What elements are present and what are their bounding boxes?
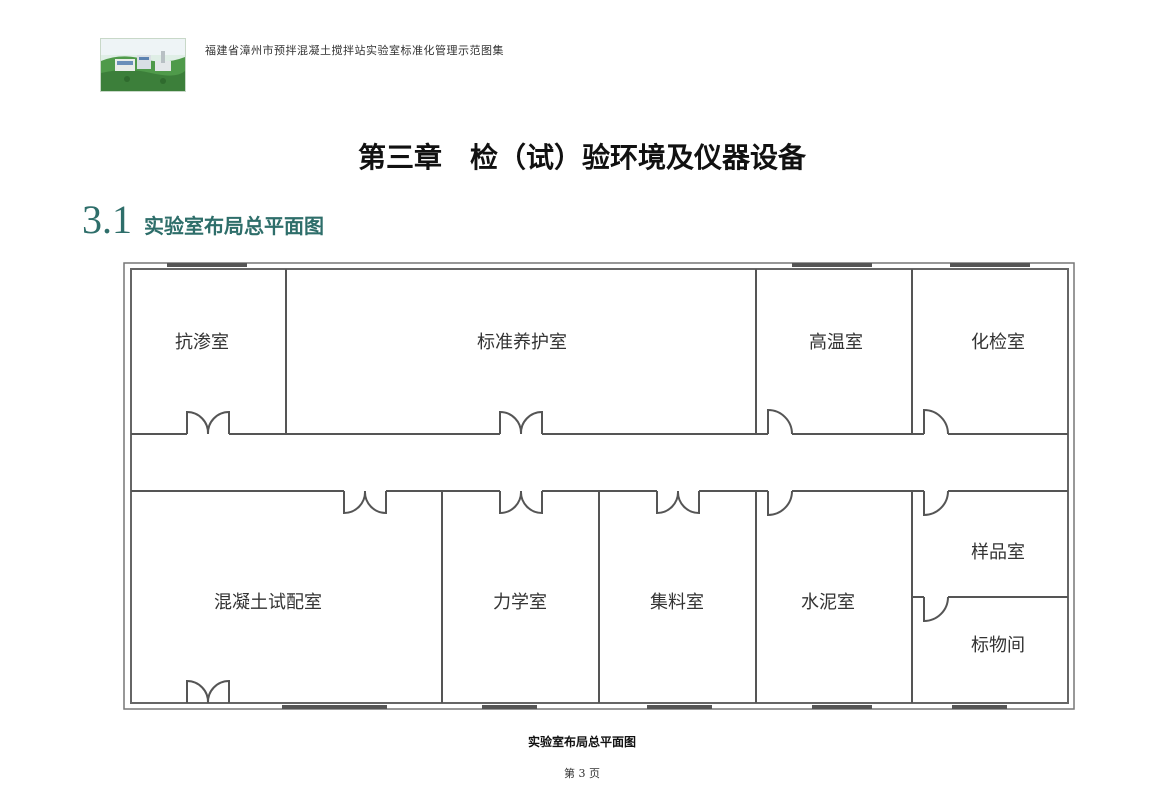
room-label-biaowu: 标物间 (971, 635, 1025, 656)
floor-plan-diagram: 抗渗室 标准养护室 高温室 化检室 混凝土试配室 力学室 集料室 水泥室 样品室… (123, 262, 1075, 710)
room-label-lixue: 力学室 (493, 592, 547, 613)
section-number: 3.1 (82, 197, 132, 242)
room-label-hunningtu-shipei: 混凝土试配室 (214, 592, 322, 613)
figure-caption: 实验室布局总平面图 (527, 735, 636, 749)
room-label-huajian: 化检室 (971, 332, 1025, 353)
section-heading: 3.1 实验室布局总平面图 (82, 196, 324, 243)
plant-logo-image (100, 38, 186, 92)
room-label-gaowen: 高温室 (809, 332, 863, 353)
page-number: 第 3 页 (564, 767, 600, 780)
room-label-yangpin: 样品室 (971, 542, 1025, 563)
room-label-shuini: 水泥室 (801, 592, 855, 613)
room-label-jiliao: 集料室 (650, 592, 704, 613)
room-label-kangshen: 抗渗室 (175, 332, 229, 353)
section-title: 实验室布局总平面图 (144, 214, 324, 238)
header-title: 福建省漳州市预拌混凝土搅拌站实验室标准化管理示范图集 (205, 44, 504, 57)
chapter-title: 第三章 检（试）验环境及仪器设备 (357, 141, 806, 174)
room-label-biaozhun-yanghu: 标准养护室 (477, 332, 567, 353)
